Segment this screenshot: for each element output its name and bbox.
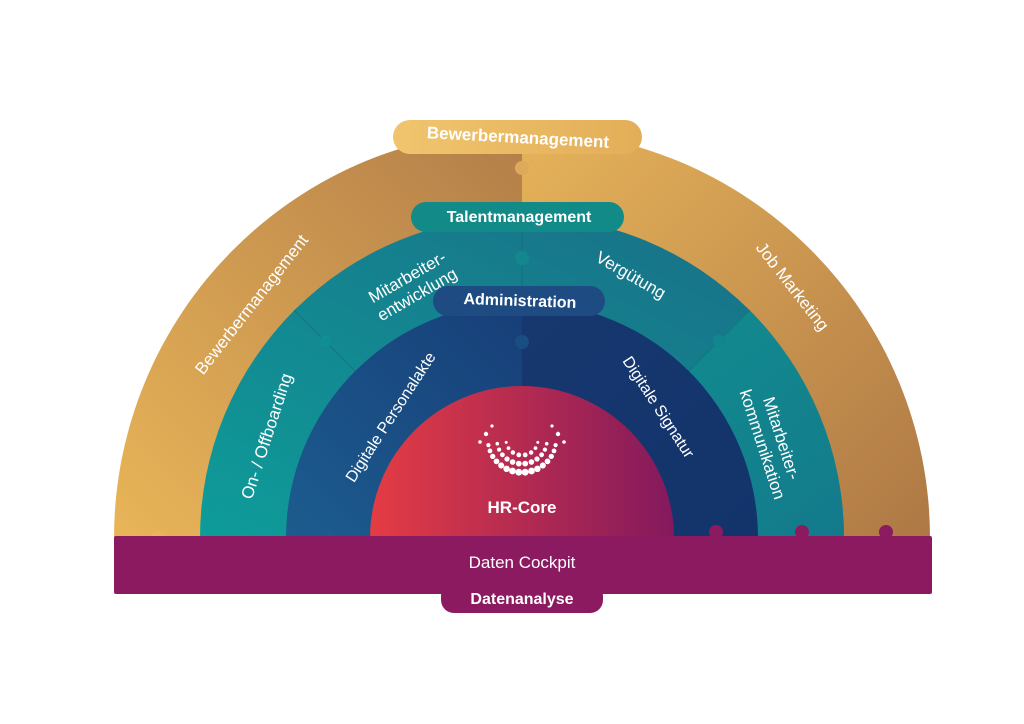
logo-dot [528,450,534,455]
logo-dot [522,460,529,467]
logo-dot [490,453,496,460]
logo-dot [478,440,482,444]
logo-dot [483,431,489,437]
datenanalyse-pill[interactable] [441,583,603,613]
logo-dot [542,447,548,452]
logo-dot [499,452,505,458]
administration-pill[interactable] [433,286,605,316]
datenanalyse-label: Datenanalyse [470,591,573,608]
logo-dot [539,452,545,458]
daten-cockpit-label: Daten Cockpit [469,553,576,572]
logo-dot [516,452,522,458]
logo-dot [528,459,535,465]
logo-dot [521,468,529,476]
administration-tag-label: Administration [463,291,576,312]
logo-dot [534,465,541,473]
logo-dot [515,460,522,467]
hr-core-disc[interactable] [370,386,674,538]
logo-dot [536,440,540,444]
logo-dot [550,424,554,428]
logo-dot [495,441,500,446]
logo-dot [503,465,510,473]
logo-dot [528,467,535,475]
logo-dot [509,459,516,465]
logo-dot [555,431,561,437]
logo-dot [533,446,538,450]
talentmanagement-pill[interactable] [411,202,624,232]
bewerbermanagement-pill[interactable] [393,120,642,154]
logo-dot [498,462,505,469]
logo-dot [486,442,491,448]
logo-dot [506,446,511,450]
logo-dot [493,458,500,465]
logo-dot [553,442,558,448]
logo-dot [539,462,546,469]
daten-cockpit-bar[interactable] [114,536,932,594]
logo-dot [496,447,502,452]
logo-dot [509,467,516,475]
logo-dot [504,440,508,444]
hr-core-label: HR-Core [488,498,557,517]
logo-dot [548,453,554,460]
logo-dot [544,441,549,446]
dotted-swirl-logo-icon [478,424,566,476]
logo-dot [515,468,523,476]
logo-dot [504,456,510,462]
talentmanagement-tag-label: Talentmanagement [447,209,592,226]
logo-dot [510,450,516,455]
logo-dot [487,448,493,454]
logo-dot [551,448,557,454]
logo-dot [490,424,494,428]
logo-dot [522,452,528,458]
logo-dot [544,458,551,465]
logo-dot [562,440,566,444]
logo-dot [534,456,540,462]
